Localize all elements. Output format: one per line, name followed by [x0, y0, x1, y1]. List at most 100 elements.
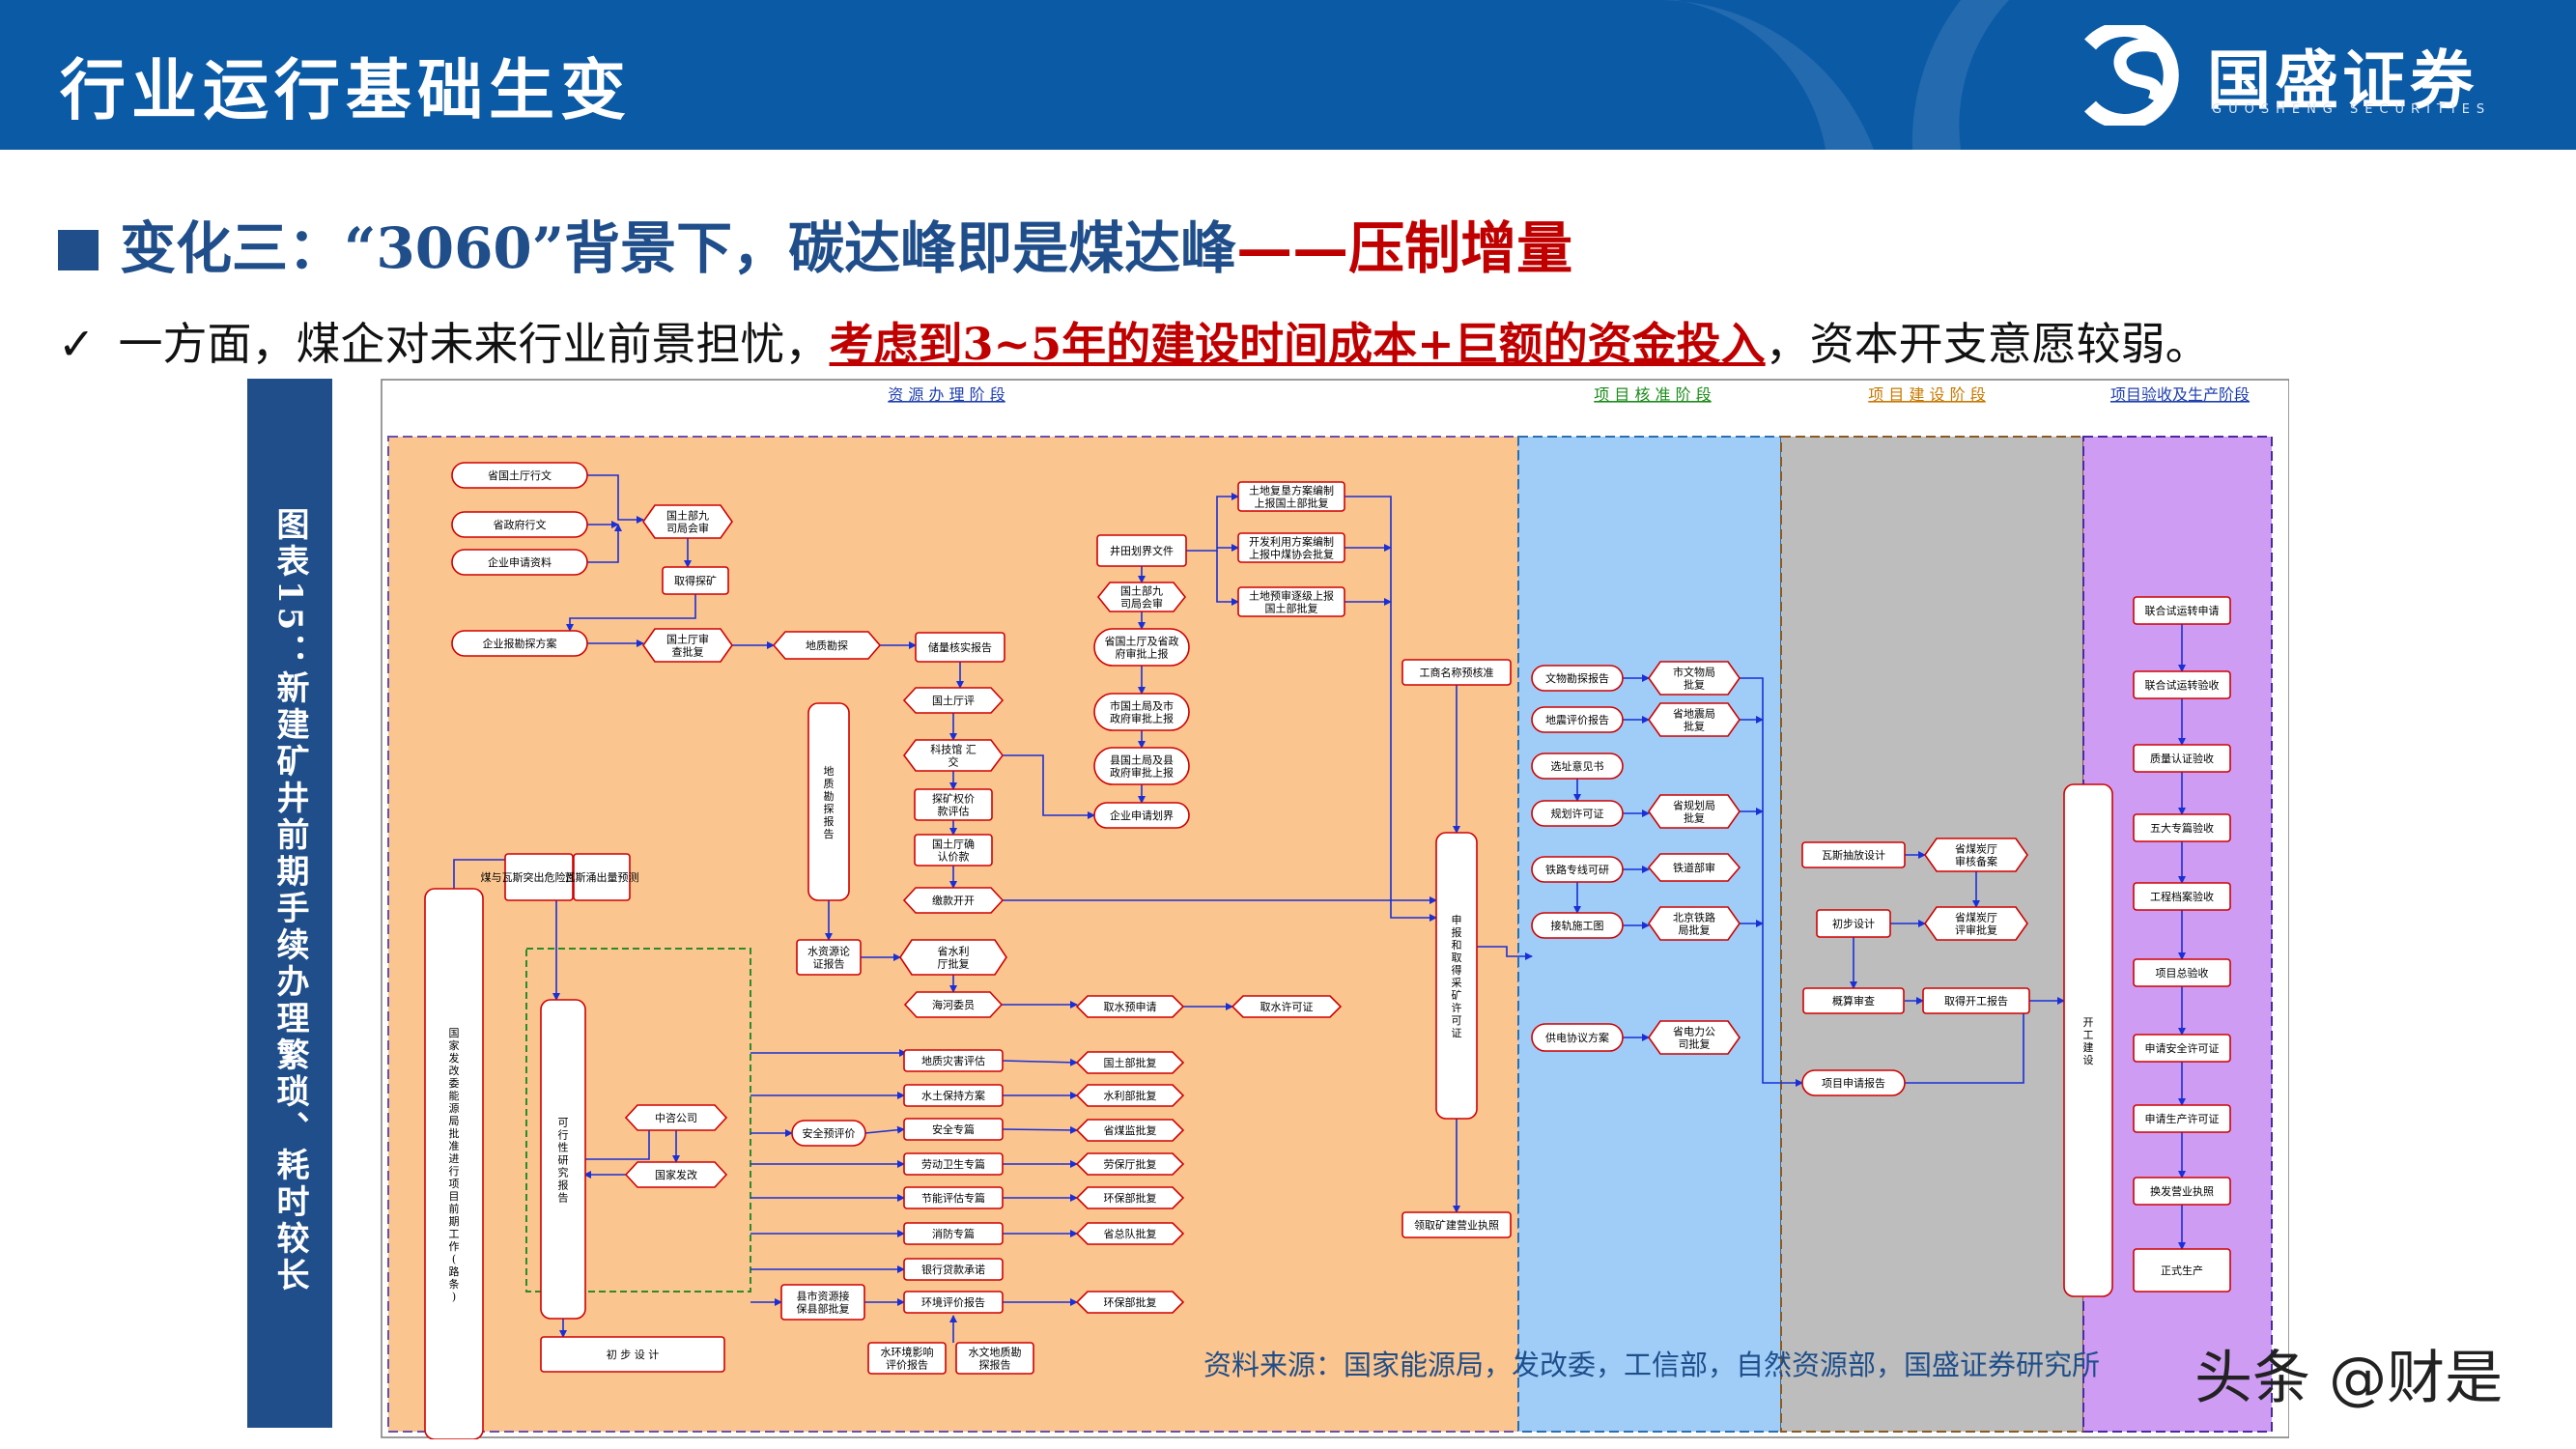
flow-node-label: 初步设计: [1832, 917, 1875, 930]
flow-node-n35: 水资源论证报告: [796, 939, 862, 976]
flow-node-n69: 北京铁路局批复: [1648, 906, 1741, 941]
flow-node-label: 国家发改委能源局批准进行项目前期工作(路条): [449, 1027, 460, 1303]
flow-node-label: 瓦斯涌出量预测: [565, 870, 639, 884]
flow-node-label: 市国土局及市政府审批上报: [1110, 699, 1174, 725]
source-note: 资料来源：国家能源局，发改委，工信部，自然资源部，国盛证券研究所: [1203, 1349, 2101, 1381]
flow-node-n44: 安全预评价: [791, 1120, 866, 1147]
flow-node-n89: 正式生产: [2133, 1248, 2231, 1293]
feasibility-group-box: [525, 948, 751, 1293]
figure-label-bar: [247, 379, 332, 1428]
flow-node-label: 取水许可证: [1260, 1001, 1314, 1013]
flow-node-label: 企业报勘探方案: [483, 637, 557, 650]
flow-node-n49: 节能评估专篇: [903, 1186, 1004, 1209]
flow-node-n56: 环保部批复: [1075, 1291, 1185, 1314]
flow-node-n67: 铁道部审: [1647, 853, 1741, 882]
flow-node-label: 地震评价报告: [1545, 713, 1609, 726]
flow-node-label: 国土厅确认价款: [932, 838, 975, 864]
flow-node-n8: 地质勘探: [772, 631, 882, 660]
stage-title-s1: 资 源 办 理 阶 段: [888, 385, 1005, 404]
flow-node-n66: 铁路专线可研: [1531, 856, 1624, 883]
flow-node-n64: 规划许可证: [1531, 800, 1624, 827]
bullet-text: 一方面，煤企对未来行业前景担忧，: [118, 318, 830, 370]
flow-node-label: 项目总验收: [2156, 966, 2209, 980]
flow-node-n61: 地震评价报告: [1531, 706, 1624, 733]
flow-node-label: 省总队批复: [1104, 1227, 1157, 1240]
flow-node-label: 企业申请划界: [1110, 809, 1174, 822]
flow-node-n48: 劳保厅批复: [1075, 1152, 1185, 1176]
flow-node-label: 井田划界文件: [1110, 544, 1174, 557]
flow-node-label: 缴款开开: [932, 894, 975, 907]
flow-node-label: 科技馆 汇交: [930, 743, 977, 769]
flow-node-label: 水资源论证报告: [807, 945, 850, 971]
flow-node-n4: 国土部九司局会审: [642, 504, 733, 539]
flow-node-n85: 项目总验收: [2133, 958, 2231, 987]
flow-node-n76: 概算审查: [1802, 987, 1905, 1014]
flow-node-label: 选址意见书: [1551, 759, 1604, 773]
connector-25: [1186, 493, 1239, 552]
flow-node-n81: 联合试运转验收: [2133, 670, 2231, 699]
watermark: 头条 @财是: [2194, 1345, 2504, 1412]
flow-node-n73: 省煤炭厅审核备案: [1924, 838, 2028, 872]
flow-node-n2: 省政府行文: [451, 511, 588, 538]
flow-node-n9: 储量核实报告: [915, 632, 1005, 663]
flow-node-label: 国土部九司局会审: [666, 509, 709, 535]
flow-node-n87: 申请生产许可证: [2133, 1104, 2231, 1133]
connector-64: [1740, 677, 1803, 1087]
flow-node-label: 省水利厅批复: [938, 946, 970, 971]
flow-node-label: 地质灾害评估: [921, 1054, 985, 1067]
flow-node-label: 银行贷款承诺: [921, 1263, 985, 1276]
flow-node-label: 土地复垦方案编制上报国土部批复: [1249, 484, 1334, 510]
flow-node-n32: 中咨公司: [624, 1104, 728, 1131]
flow-node-n71: 省电力公司批复: [1648, 1020, 1741, 1055]
flow-node-n11: 科技馆 汇交: [903, 739, 1004, 772]
flow-node-label: 环境评价报告: [921, 1295, 985, 1309]
flow-node-label: 开发利用方案编制上报中煤协会批复: [1249, 535, 1334, 561]
flow-node-label: 工程档案验收: [2150, 890, 2214, 903]
section-heading: 变化三：“3060”背景下，碳达峰即是煤达峰——压制增量: [58, 203, 1572, 284]
flow-node-label: 申报和取得采矿许可证: [1452, 914, 1462, 1039]
figure-label: 图表15：新建矿井前期手续办理繁琐、耗时较长: [270, 507, 309, 1295]
bullet-text-tail: ，资本开支意愿较弱。: [1765, 318, 2210, 370]
bullet-highlight: 考虑到3~5年的建设时间成本+巨额的资金投入: [829, 318, 1766, 370]
flow-node-n45: 安全专篇: [903, 1118, 1004, 1141]
flow-node-n72: 瓦斯抽放设计: [1801, 841, 1906, 868]
brand-name: 国盛证券: [2207, 43, 2477, 118]
flow-node-n18: 省国土厅及省政府审批上报: [1093, 628, 1190, 667]
connector-0: [587, 474, 644, 524]
flow-node-n82: 质量认证验收: [2133, 744, 2231, 773]
flow-node-n54: 县市资源接保县部批复: [780, 1284, 865, 1321]
flow-node-n33: 国家发改: [624, 1161, 728, 1188]
flow-node-n26: 申报和取得采矿许可证: [1435, 832, 1478, 1120]
flow-node-label: 省煤炭厅评审批复: [1955, 912, 1997, 937]
flow-node-label: 正式生产: [2161, 1264, 2203, 1277]
flow-node-label: 县市资源接保县部批复: [797, 1290, 850, 1316]
stage-zone-s2: [1517, 436, 1782, 1433]
flow-node-label: 消防专篇: [932, 1227, 975, 1240]
flow-node-label: 省规划局批复: [1673, 799, 1715, 825]
bullet-line: ✓一方面，煤企对未来行业前景担忧，考虑到3~5年的建设时间成本+巨额的资金投入，…: [58, 309, 2210, 373]
flow-node-n15: 地质勘探报告: [807, 702, 850, 901]
flow-node-label: 省地震局批复: [1673, 708, 1715, 733]
flow-node-n19: 市国土局及市政府审批上报: [1093, 693, 1190, 731]
flow-node-n17: 国土部九司局会审: [1096, 582, 1187, 612]
flow-node-n7: 国土厅审查批复: [642, 628, 733, 663]
flow-node-n46: 省煤监批复: [1075, 1119, 1185, 1142]
stage-title-s4: 项目验收及生产阶段: [2110, 385, 2250, 404]
flow-node-label: 煤与瓦斯突出危险性评估: [481, 870, 598, 884]
flow-node-n23: 开发利用方案编制上报中煤协会批复: [1237, 532, 1345, 563]
flow-node-label: 国土部批复: [1104, 1056, 1157, 1069]
connector-41: [864, 1125, 905, 1134]
flow-node-label: 项目申请报告: [1822, 1076, 1885, 1090]
flow-node-n77: 取得开工报告: [1922, 987, 2030, 1014]
flow-node-n62: 省地震局批复: [1648, 702, 1741, 737]
guosheng-logo-icon: [2084, 25, 2179, 126]
flow-node-label: 国土厅评: [932, 695, 975, 707]
flow-node-label: 省电力公司批复: [1673, 1026, 1715, 1051]
flow-node-label: 地质勘探: [806, 639, 848, 652]
flow-node-label: 取得开工报告: [1944, 994, 2008, 1008]
flow-node-label: 申请安全许可证: [2145, 1041, 2220, 1055]
flowchart: 资 源 办 理 阶 段项 目 核 准 阶 段项 目 建 设 阶 段项目验收及生产…: [381, 379, 2289, 1439]
flow-node-n47: 劳动卫生专篇: [903, 1152, 1004, 1176]
flow-node-n20: 县国土局及县政府审批上报: [1093, 747, 1190, 785]
connector-73: [1905, 1000, 2027, 1084]
